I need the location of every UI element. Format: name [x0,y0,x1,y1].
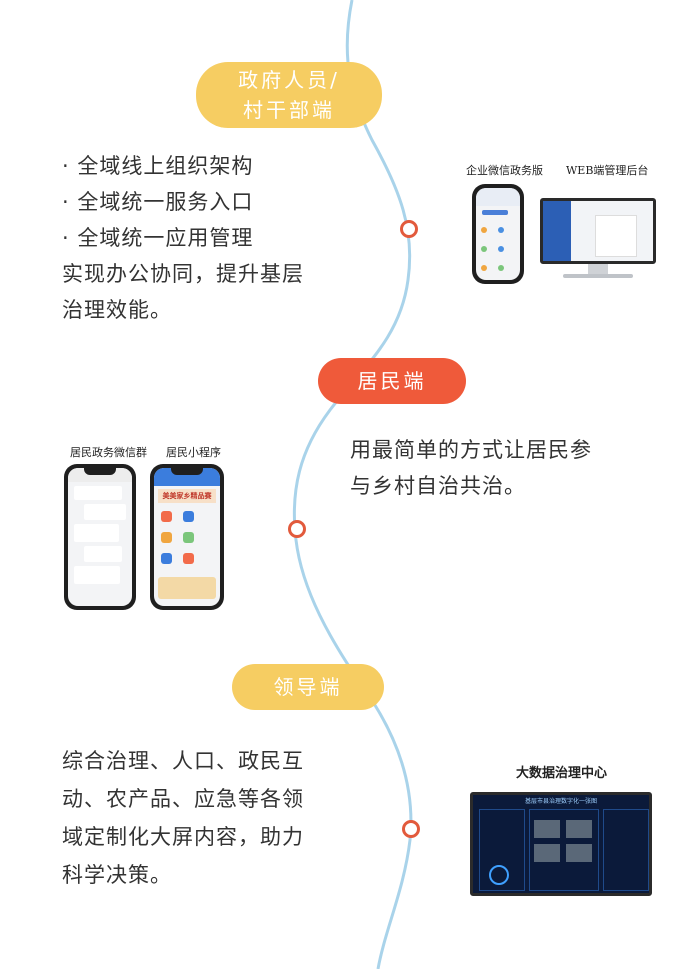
mini-program-banner: 美美家乡精品赛 [158,489,216,503]
resident-desc-line2: 与乡村自治共治。 [350,474,526,498]
leader-desc-line4: 科学决策。 [62,863,172,887]
resident-text: 用最简单的方式让居民参 与乡村自治共治。 [350,432,592,504]
caption-resident-mini-program: 居民小程序 [166,446,221,459]
dashboard-title: 基层市县治理数字化一张图 [524,798,597,805]
bullet-org: · 全域线上组织架构 [62,154,254,178]
caption-wechat-work: 企业微信政务版 [466,164,543,177]
caption-big-data-center: 大数据治理中心 [516,766,608,781]
gov-staff-badge-line1: 政府人员/ [238,68,340,92]
leader-desc-line2: 动、农产品、应急等各领 [62,787,304,811]
leader-badge-label: 领导端 [273,675,343,699]
leader-desc-line3: 域定制化大屏内容，助力 [62,825,304,849]
resident-badge-label: 居民端 [357,369,427,393]
timeline-node-1 [400,220,418,238]
resident-mini-program-phone: 美美家乡精品赛 [150,464,224,610]
gov-staff-text: · 全域线上组织架构 · 全域统一服务入口 · 全域统一应用管理 实现办公协同，… [62,148,304,328]
gov-desc-line2: 治理效能。 [62,298,172,322]
caption-web-admin: WEB端管理后台 [566,164,649,177]
timeline-node-2 [288,520,306,538]
wechat-work-phone [472,184,524,284]
gov-staff-badge-line2: 村干部端 [243,98,335,122]
bullet-app: · 全域统一应用管理 [62,226,254,250]
gov-desc-line1: 实现办公协同，提升基层 [62,262,304,286]
leader-text: 综合治理、人口、政民互 动、农产品、应急等各领 域定制化大屏内容，助力 科学决策… [62,742,304,894]
web-admin-monitor [540,198,656,278]
resident-badge: 居民端 [318,358,466,404]
resident-desc-line1: 用最简单的方式让居民参 [350,438,592,462]
leader-badge: 领导端 [232,664,384,710]
gov-staff-badge: 政府人员/ 村干部端 [196,62,382,128]
timeline-node-3 [402,820,420,838]
leader-desc-line1: 综合治理、人口、政民互 [62,749,304,773]
resident-wechat-group-phone [64,464,136,610]
bullet-service: · 全域统一服务入口 [62,190,254,214]
caption-resident-wechat-group: 居民政务微信群 [70,446,147,459]
big-data-dashboard: 基层市县治理数字化一张图 [470,792,652,896]
